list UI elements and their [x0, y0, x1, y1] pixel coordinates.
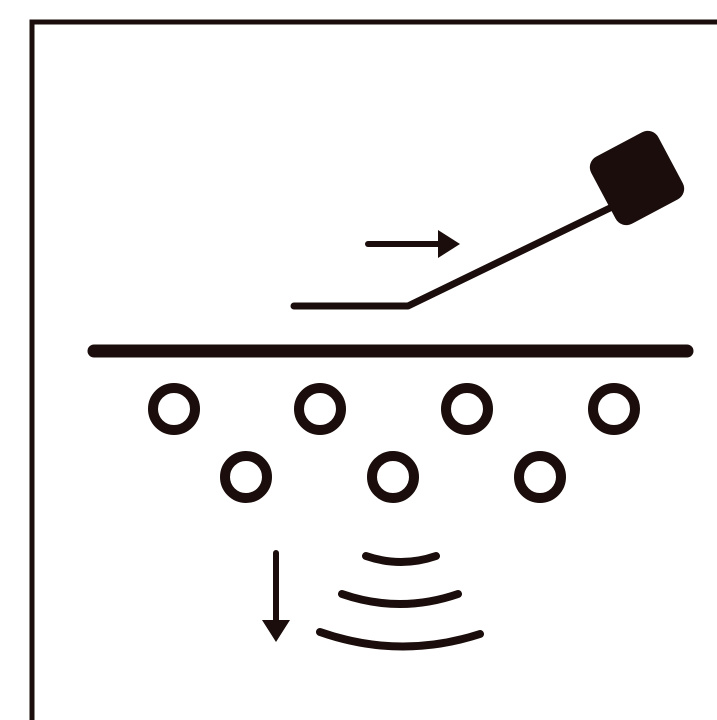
- particle-ring-icon: [367, 451, 419, 503]
- down-arrow-icon: [262, 550, 290, 642]
- sensor-head-icon: [290, 130, 685, 310]
- particle-ring-icon: [220, 451, 272, 503]
- particle-ring-icon: [588, 383, 640, 435]
- particle-ring-icon: [441, 383, 493, 435]
- particle-ring-icon: [294, 383, 346, 435]
- frame-border: [29, 19, 717, 720]
- particle-ring-icon: [148, 383, 200, 435]
- particle-ring-icon: [514, 451, 566, 503]
- signal-wave-icon: [316, 552, 484, 651]
- right-arrow-icon: [365, 230, 460, 258]
